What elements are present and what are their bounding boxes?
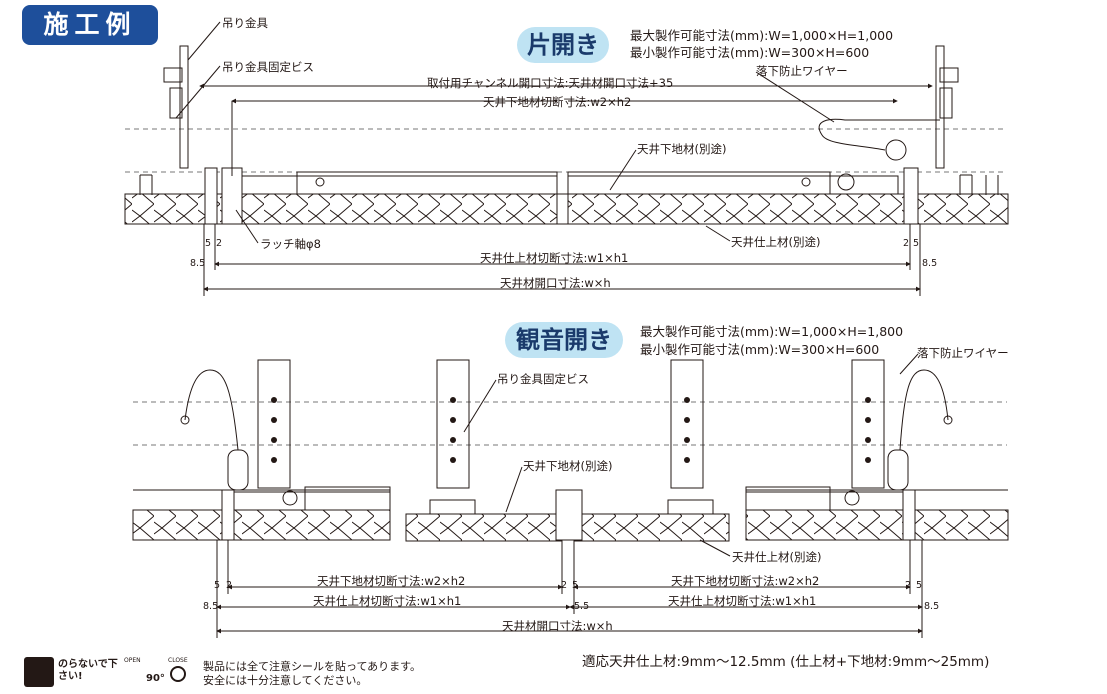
bottom-dim-85-left: 8.5 — [203, 601, 219, 612]
sticker-open: OPEN — [124, 657, 141, 664]
top-dim-85-right: 8.5 — [922, 258, 938, 269]
bottom-type-label: 観音開き — [505, 322, 623, 358]
top-dim-85-left: 8.5 — [190, 258, 206, 269]
top-spec-max: 最大製作可能寸法(mm):W=1,000×H=1,000 — [630, 28, 894, 43]
bottom-spec-max: 最大製作可能寸法(mm):W=1,000×H=1,800 — [640, 324, 904, 339]
bottom-dim-2-mid: 2 — [561, 580, 568, 591]
caution-text: 製品には全て注意シールを貼ってあります。 安全には十分注意してください。 — [203, 660, 421, 688]
caution-sticker: のらないで下さい! OPEN 90° CLOSE — [24, 657, 194, 689]
caution-line-1: 製品には全て注意シールを貼ってあります。 — [203, 660, 422, 673]
top-sub-material-label: 天井下地材(別途) — [637, 142, 727, 156]
bottom-hanger-screw-label: 吊り金具固定ビス — [497, 372, 589, 386]
top-dim-5-left: 5 — [205, 238, 212, 249]
top-hanger-label: 吊り金具 — [222, 16, 268, 30]
top-diagram — [124, 21, 1009, 296]
top-dim-5-right: 5 — [913, 238, 920, 249]
top-fall-wire-label: 落下防止ワイヤー — [756, 64, 848, 78]
top-dim-2-right: 2 — [903, 238, 910, 249]
bottom-fall-wire-label: 落下防止ワイヤー — [917, 346, 1009, 360]
top-latch-label: ラッチ軸φ8 — [260, 237, 321, 251]
sticker-close-icon — [170, 666, 186, 682]
section-title: 施工例 — [22, 5, 158, 45]
sticker-figure-icon — [24, 657, 54, 687]
top-hanger-screw-label: 吊り金具固定ビス — [222, 60, 314, 74]
bottom-dim-5-right: 5 — [916, 580, 923, 591]
bottom-finish-material-label: 天井仕上材(別途) — [732, 550, 822, 564]
top-finish-material-label: 天井仕上材(別途) — [731, 235, 821, 249]
caution-line-2: 安全には十分注意してください。 — [203, 674, 368, 687]
top-spec-min: 最小製作可能寸法(mm):W=300×H=600 — [630, 45, 870, 60]
bottom-spec-min: 最小製作可能寸法(mm):W=300×H=600 — [640, 342, 880, 357]
sticker-close: CLOSE — [168, 657, 188, 664]
bottom-dim-85-right: 8.5 — [924, 601, 940, 612]
bottom-sub-material-label: 天井下地材(別途) — [523, 459, 613, 473]
bottom-diagram — [132, 353, 1009, 638]
sticker-text: のらないで下さい! — [58, 659, 118, 682]
top-sub-cut-label: 天井下地材切断寸法:w2×h2 — [483, 95, 632, 109]
top-type-label: 片開き — [517, 27, 609, 63]
sticker-angle: 90° — [146, 673, 165, 684]
thickness-note: 適応天井仕上材:9mm〜12.5mm (仕上材+下地材:9mm〜25mm) — [582, 654, 990, 670]
top-dim-2-left: 2 — [216, 238, 223, 249]
